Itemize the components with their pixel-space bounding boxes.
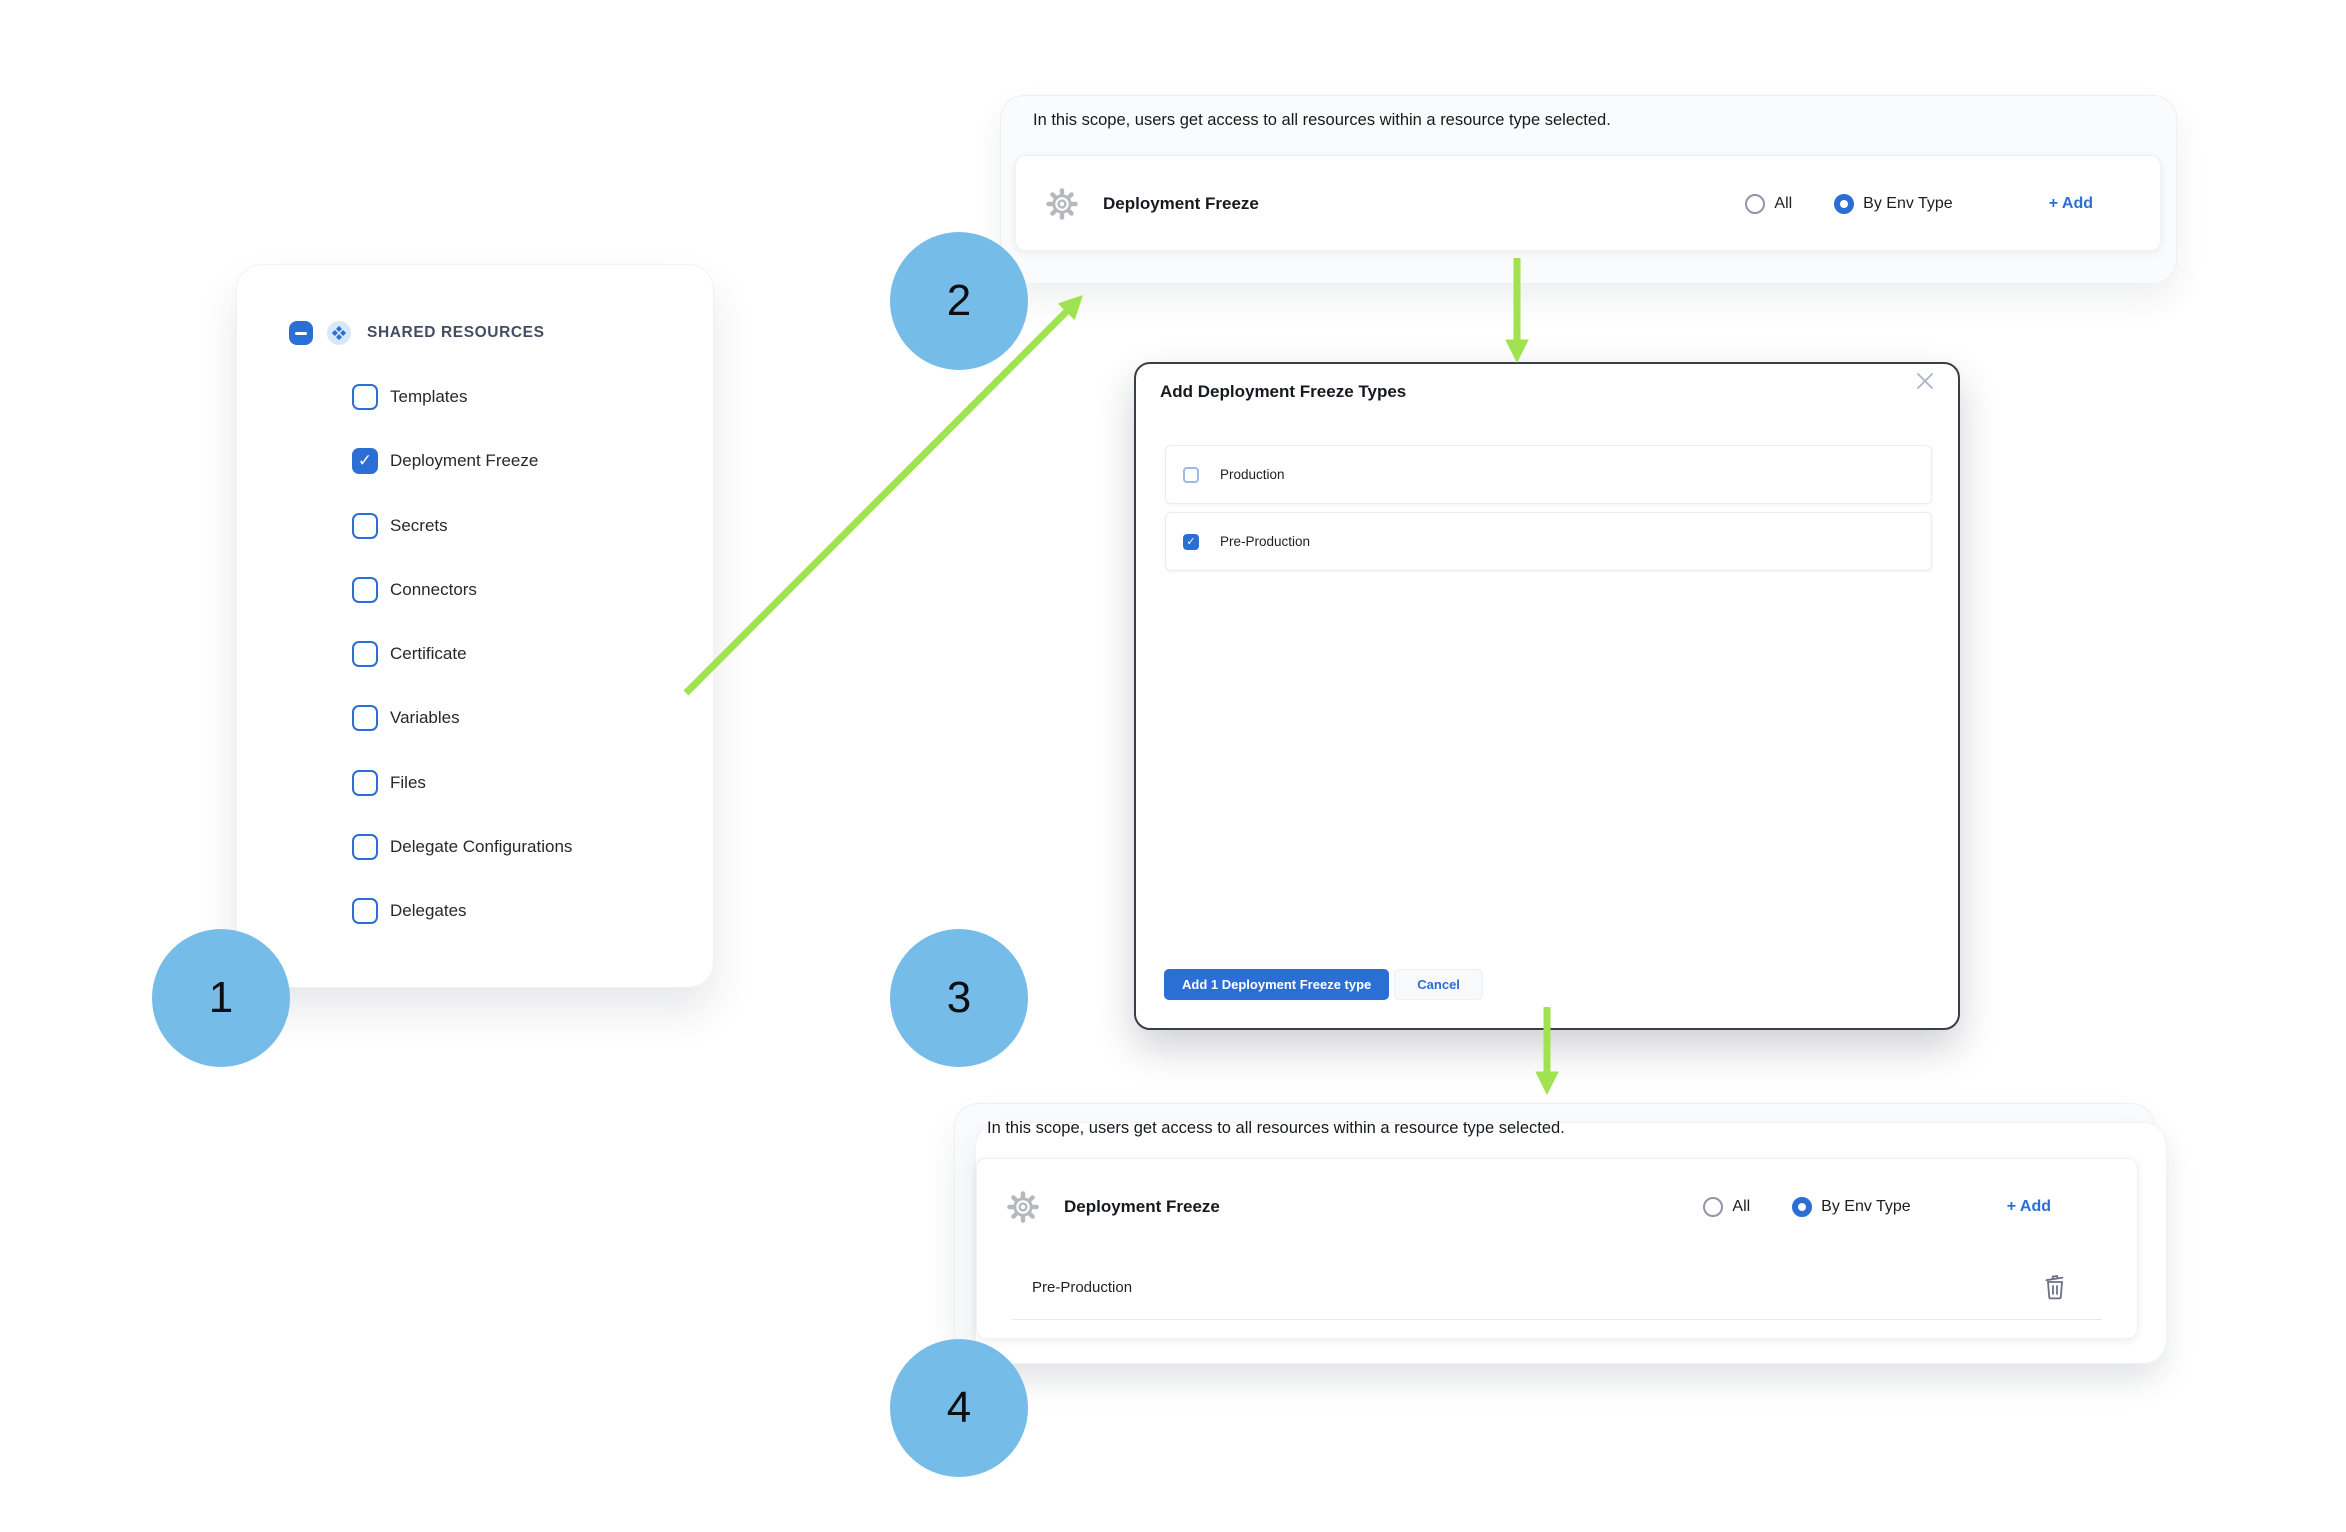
trash-icon[interactable] <box>2043 1274 2067 1300</box>
resource-label: Templates <box>390 387 468 406</box>
shared-resources-header: SHARED RESOURCES <box>289 321 545 345</box>
add-deployment-freeze-types-modal: Add Deployment Freeze Types Production P… <box>1134 362 1960 1030</box>
resource-type-item[interactable]: Delegates <box>352 898 572 925</box>
resource-type-item[interactable]: Certificate <box>352 641 572 668</box>
resource-label: Delegates <box>390 901 467 921</box>
scope-controls: All By Env Type + Add <box>1703 1159 2051 1255</box>
resource-checkbox[interactable] <box>352 769 378 796</box>
deployment-freeze-row: Deployment Freeze All By Env Type + Add <box>1016 156 2160 252</box>
resource-label: Variables <box>390 708 460 728</box>
scope-panel-bottom: In this scope, users get access to all r… <box>954 1103 2167 1364</box>
resource-checkbox[interactable] <box>352 641 378 668</box>
scope-panel-top: In this scope, users get access to all r… <box>1000 95 2177 284</box>
resource-label: Certificate <box>390 644 467 664</box>
shared-resources-panel: SHARED RESOURCES Templates Deployment Fr… <box>236 264 714 988</box>
close-icon[interactable] <box>1914 370 1936 392</box>
gear-icon <box>1046 188 1078 220</box>
deployment-freeze-card: Deployment Freeze All By Env Type + Add … <box>976 1158 2138 1339</box>
resource-type-item[interactable]: Secrets <box>352 512 572 539</box>
resource-checkbox[interactable] <box>352 512 378 539</box>
radio-all[interactable] <box>1745 194 1766 214</box>
scope-description: In this scope, users get access to all r… <box>987 1119 1565 1137</box>
green-arrow-step1-to-step2 <box>683 294 1084 696</box>
resource-type-item[interactable]: Delegate Configurations <box>352 834 573 861</box>
radio-option-all[interactable]: All <box>1745 194 1792 214</box>
freeze-type-label: Production <box>1220 467 1285 482</box>
freeze-type-label: Pre-Production <box>1220 534 1311 549</box>
resource-type-name: Deployment Freeze <box>1103 194 1259 213</box>
cancel-button[interactable]: Cancel <box>1394 969 1483 1000</box>
resource-type-item[interactable]: Files <box>352 769 572 796</box>
freeze-type-checkbox[interactable] <box>1183 466 1199 483</box>
gear-icon <box>1007 1191 1039 1223</box>
radio-by-env-type-label: By Env Type <box>1821 1198 1911 1215</box>
resource-type-item[interactable]: Variables <box>352 705 572 732</box>
radio-by-env-type[interactable] <box>1834 194 1855 214</box>
radio-by-env-type[interactable] <box>1792 1197 1813 1217</box>
resource-type-item[interactable]: Templates <box>352 384 572 410</box>
resource-label: Files <box>390 772 426 792</box>
step-badge-3: 3 <box>890 929 1028 1067</box>
freeze-type-option[interactable]: Pre-Production <box>1165 512 1932 571</box>
modal-actions: Add 1 Deployment Freeze type Cancel <box>1164 969 1483 1000</box>
freeze-type-checkbox[interactable] <box>1183 533 1199 550</box>
minus-icon <box>295 331 307 335</box>
add-link[interactable]: + Add <box>2006 1198 2051 1215</box>
resource-type-name: Deployment Freeze <box>1064 1197 1220 1216</box>
step-badge-2: 2 <box>890 232 1028 370</box>
step-badge-4: 4 <box>890 1339 1028 1477</box>
freeze-type-options: Production Pre-Production <box>1165 445 1932 579</box>
collapse-button[interactable] <box>289 321 313 345</box>
env-type-row: Pre-Production <box>1032 1255 2097 1319</box>
step-badge-1: 1 <box>152 929 290 1067</box>
radio-option-by-env-type[interactable]: By Env Type <box>1834 194 1953 214</box>
resource-checkbox[interactable] <box>352 898 378 925</box>
shared-resources-title: SHARED RESOURCES <box>367 324 545 341</box>
resource-checkbox[interactable] <box>352 576 378 603</box>
env-type-label: Pre-Production <box>1032 1278 1133 1296</box>
resource-checkbox[interactable] <box>352 384 378 410</box>
resource-label: Connectors <box>390 579 477 599</box>
resource-checkbox[interactable] <box>352 834 378 861</box>
resource-checkbox[interactable] <box>352 705 378 732</box>
resource-label: Secrets <box>390 515 448 535</box>
radio-option-by-env-type[interactable]: By Env Type <box>1792 1197 1911 1217</box>
radio-by-env-type-label: By Env Type <box>1863 195 1953 212</box>
deployment-freeze-row: Deployment Freeze All By Env Type + Add <box>977 1159 2137 1255</box>
resource-type-item[interactable]: Deployment Freeze <box>352 448 572 475</box>
scope-controls: All By Env Type + Add <box>1745 156 2093 252</box>
radio-option-all[interactable]: All <box>1703 1197 1750 1217</box>
confirm-add-button[interactable]: Add 1 Deployment Freeze type <box>1164 969 1390 1000</box>
deployment-freeze-card: Deployment Freeze All By Env Type + Add <box>1015 155 2161 251</box>
scope-description: In this scope, users get access to all r… <box>1033 111 1611 129</box>
radio-all-label: All <box>1774 195 1793 212</box>
row-divider <box>1012 1319 2102 1320</box>
radio-all-label: All <box>1732 1198 1751 1215</box>
modal-title: Add Deployment Freeze Types <box>1160 382 1407 401</box>
resource-label: Delegate Configurations <box>390 837 573 857</box>
freeze-type-option[interactable]: Production <box>1165 445 1932 504</box>
resource-type-list: Templates Deployment Freeze Secrets Conn… <box>352 384 572 963</box>
add-link[interactable]: + Add <box>2048 195 2093 212</box>
shared-resources-icon <box>327 321 351 345</box>
radio-all[interactable] <box>1703 1197 1724 1217</box>
resource-checkbox[interactable] <box>352 448 378 475</box>
resource-type-item[interactable]: Connectors <box>352 576 572 603</box>
resource-label: Deployment Freeze <box>390 451 539 471</box>
